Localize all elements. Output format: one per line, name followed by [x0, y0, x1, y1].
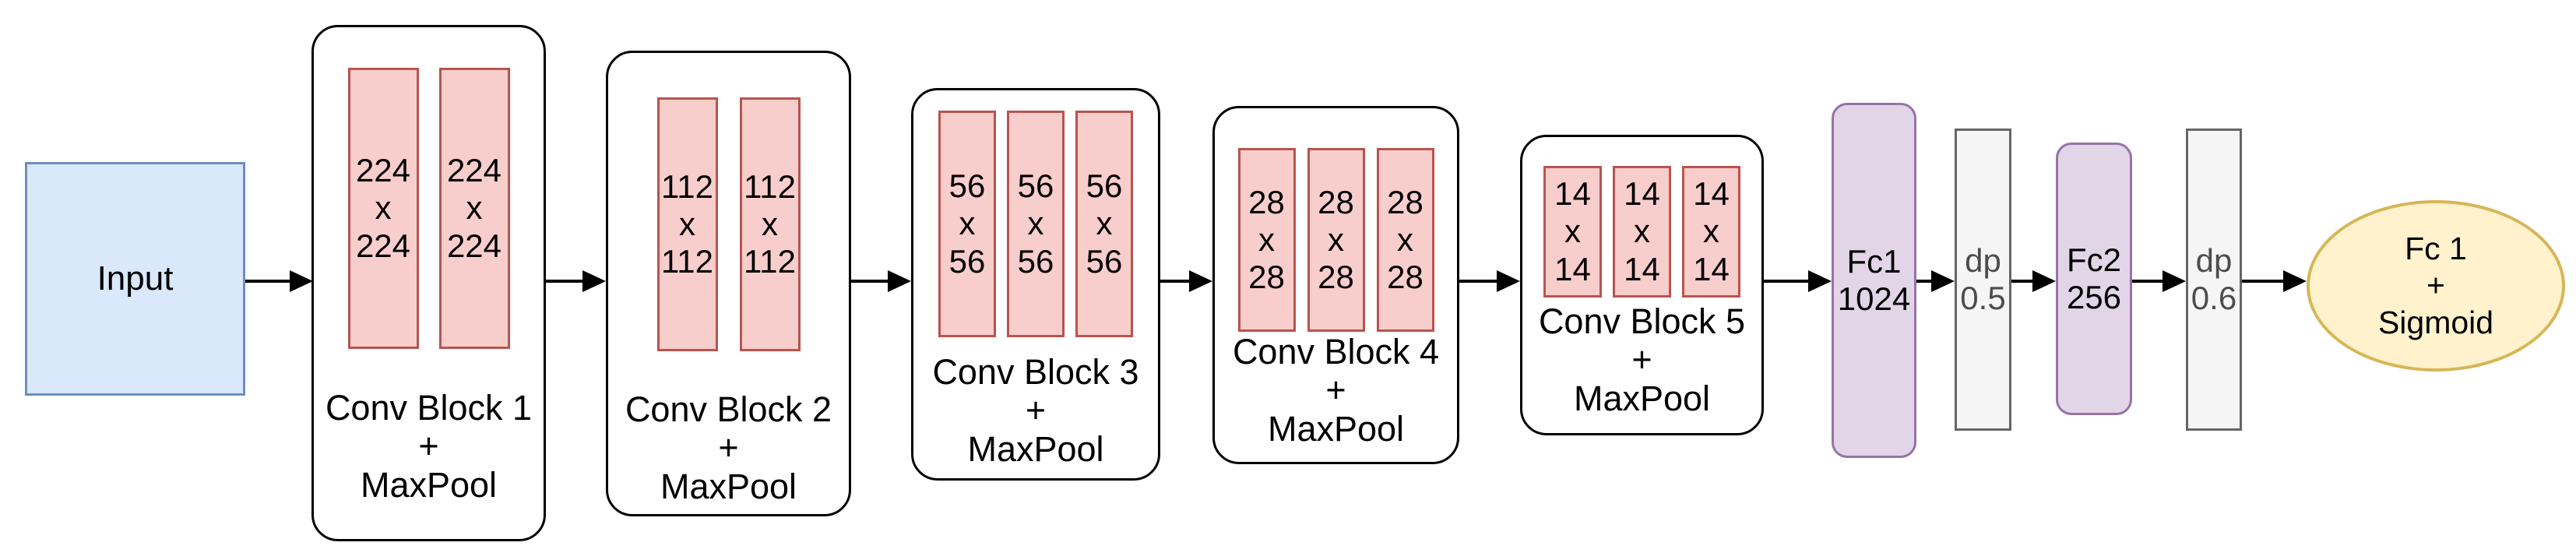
arrow-head-icon [1931, 270, 1955, 292]
output-node: Fc 1 + Sigmoid [2307, 200, 2565, 372]
arrow-head-icon [290, 270, 313, 292]
feature-map: 112 x 112 [739, 97, 801, 351]
fc1-label: Fc1 1024 [1837, 242, 1911, 317]
feature-map: 28 x 28 [1376, 148, 1434, 332]
feature-map: 56 x 56 [1007, 111, 1065, 337]
conv-block-1-label: Conv Block 1 + MaxPool [325, 387, 533, 505]
feature-map: 14 x 14 [1682, 166, 1740, 298]
conv-block-5-label: Conv Block 5 + MaxPool [1538, 301, 1746, 418]
conv-block-3-label: Conv Block 3 + MaxPool [932, 351, 1139, 469]
conv-block-2-maps: 112 x 112 112 x 112 [608, 53, 849, 351]
feature-map: 56 x 56 [938, 111, 996, 337]
fc2-node: Fc2 256 [2056, 143, 2132, 415]
arrow-head-icon [888, 270, 911, 292]
conv-block-4: 28 x 28 28 x 28 28 x 28 Conv Block 4 + M… [1212, 106, 1459, 464]
arrow-line [2132, 280, 2169, 283]
feature-map: 28 x 28 [1307, 148, 1365, 332]
arrow-line [1459, 280, 1503, 283]
conv-block-2: 112 x 112 112 x 112 Conv Block 2 + MaxPo… [606, 51, 851, 516]
arrow-head-icon [2163, 270, 2186, 292]
feature-map: 14 x 14 [1543, 166, 1602, 298]
conv-block-5: 14 x 14 14 x 14 14 x 14 Conv Block 5 + M… [1520, 135, 1764, 435]
arrow-head-icon [1189, 270, 1212, 292]
arrow-head-icon [2032, 270, 2056, 292]
arrow-head-icon [2283, 270, 2307, 292]
conv-block-1: 224 x 224 224 x 224 Conv Block 1 + MaxPo… [311, 25, 546, 541]
arrow-line [2011, 280, 2039, 283]
conv-block-4-label: Conv Block 4 + MaxPool [1232, 331, 1440, 449]
arrow-line [2242, 280, 2289, 283]
dropout1-node: dp 0.5 [1955, 129, 2011, 431]
conv-block-3-maps: 56 x 56 56 x 56 56 x 56 [913, 90, 1158, 337]
dropout1-label: dp 0.5 [1960, 241, 2006, 316]
output-label: Fc 1 + Sigmoid [2377, 231, 2494, 340]
arrow-line [851, 280, 894, 283]
fc1-node: Fc1 1024 [1832, 103, 1916, 458]
arrow-line [1160, 280, 1195, 283]
feature-map: 112 x 112 [656, 97, 718, 351]
input-node: Input [25, 162, 245, 396]
feature-map: 14 x 14 [1613, 166, 1671, 298]
arrow-line [546, 280, 589, 283]
feature-map: 224 x 224 [438, 68, 510, 349]
conv-block-4-maps: 28 x 28 28 x 28 28 x 28 [1215, 108, 1457, 332]
dropout2-node: dp 0.6 [2186, 129, 2242, 431]
conv-block-5-maps: 14 x 14 14 x 14 14 x 14 [1522, 137, 1761, 298]
arrow-head-icon [1808, 270, 1832, 292]
input-label: Input [97, 259, 174, 298]
arrow-line [1764, 280, 1814, 283]
arrow-head-icon [1497, 270, 1520, 292]
arrow-head-icon [582, 270, 606, 292]
conv-block-3: 56 x 56 56 x 56 56 x 56 Conv Block 3 + M… [911, 88, 1160, 481]
feature-map: 28 x 28 [1237, 148, 1296, 332]
feature-map: 224 x 224 [347, 68, 419, 349]
arrow-line [1916, 280, 1937, 283]
feature-map: 56 x 56 [1075, 111, 1133, 337]
dropout2-label: dp 0.6 [2191, 241, 2237, 316]
conv-block-1-maps: 224 x 224 224 x 224 [314, 27, 544, 349]
conv-block-2-label: Conv Block 2 + MaxPool [625, 389, 832, 506]
fc2-label: Fc2 256 [2066, 241, 2122, 315]
arrow-line [245, 280, 296, 283]
